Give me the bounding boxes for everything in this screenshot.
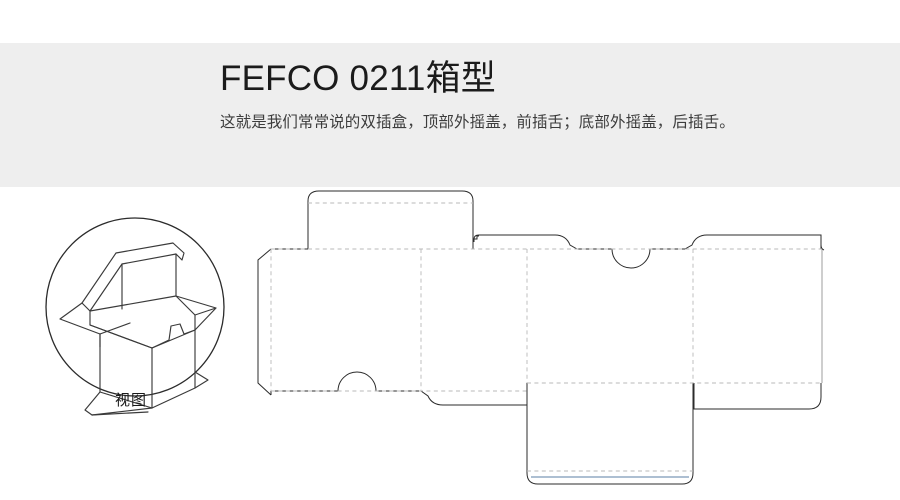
bottom-outer-flap-shape bbox=[526, 383, 694, 485]
bottom-dust-flap-left-outline bbox=[420, 383, 528, 406]
dieline-svg bbox=[257, 190, 825, 485]
box-3d-open-icon bbox=[45, 217, 225, 416]
artwork-area: 视图 bbox=[0, 187, 900, 500]
view-inset-label: 视图 bbox=[115, 392, 148, 409]
thumb-notch-bottom bbox=[271, 371, 421, 392]
header-band bbox=[0, 43, 900, 187]
top-dust-flap-left-outline bbox=[473, 234, 578, 250]
header-text-block: FEFCO 0211箱型 这就是我们常常说的双插盒，顶部外摇盖，前插舌；底部外摇… bbox=[220, 58, 800, 135]
page-title: FEFCO 0211箱型 bbox=[220, 59, 496, 98]
glue-flap-cut bbox=[257, 248, 272, 396]
top-dust-flap-left-cut bbox=[472, 235, 479, 242]
page-subtitle: 这就是我们常常说的双插盒，顶部外摇盖，前插舌；底部外摇盖，后插舌。 bbox=[220, 114, 735, 131]
bottom-dust-flap-right-outline bbox=[693, 383, 822, 410]
top-outer-flap-cut bbox=[307, 190, 474, 249]
dieline-drawing bbox=[255, 187, 855, 500]
view-inset: 视图 bbox=[30, 207, 245, 422]
top-dust-flap-right-outline bbox=[684, 234, 822, 250]
right-edge-top-corner bbox=[820, 235, 825, 251]
thumb-notch-top bbox=[577, 248, 685, 269]
